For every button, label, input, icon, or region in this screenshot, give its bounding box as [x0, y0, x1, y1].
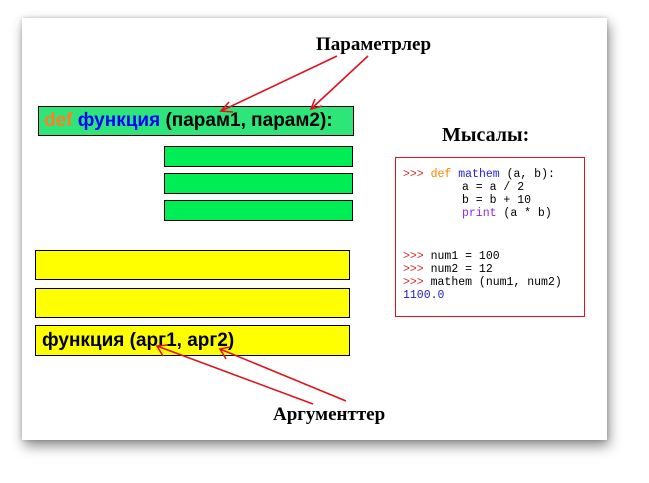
code-line-2: a = a / 2: [462, 181, 525, 194]
example-label: Мысалы:: [442, 124, 530, 146]
code-line-6: >>> num2 = 12: [403, 263, 493, 276]
def-params: (парам1, парам2):: [165, 110, 333, 131]
code-line-4: print (a * b): [462, 207, 552, 220]
code-bar-2: [35, 288, 350, 318]
code-output: 1100.0: [403, 289, 445, 302]
function-name: функция: [77, 110, 161, 131]
arrow-param2: [310, 55, 369, 110]
call-line-bar: функция (арг1, арг2): [35, 325, 350, 356]
arrow-arg1: [156, 345, 314, 405]
arrow-param1: [220, 55, 338, 112]
body-bar-2: [164, 173, 353, 194]
code-line-3: b = b + 10: [462, 194, 532, 207]
arrow-arg2: [219, 348, 347, 402]
body-bar-1: [164, 146, 353, 167]
code-line-7: >>> mathem (num1, num2): [403, 276, 562, 289]
code-line-1: >>> def mathem (a, b):: [403, 168, 555, 181]
body-bar-3: [164, 200, 353, 221]
def-line-bar: def функция (парам1, парам2):: [38, 106, 354, 136]
code-line-5: >>> num1 = 100: [403, 250, 500, 263]
parameters-label: Параметрлер: [316, 34, 432, 55]
arguments-label: Аргументтер: [273, 404, 386, 425]
def-keyword: def: [44, 110, 73, 131]
example-code-box: >>> def mathem (a, b): a = a / 2 b = b +…: [395, 157, 585, 317]
code-bar-1: [35, 250, 350, 280]
